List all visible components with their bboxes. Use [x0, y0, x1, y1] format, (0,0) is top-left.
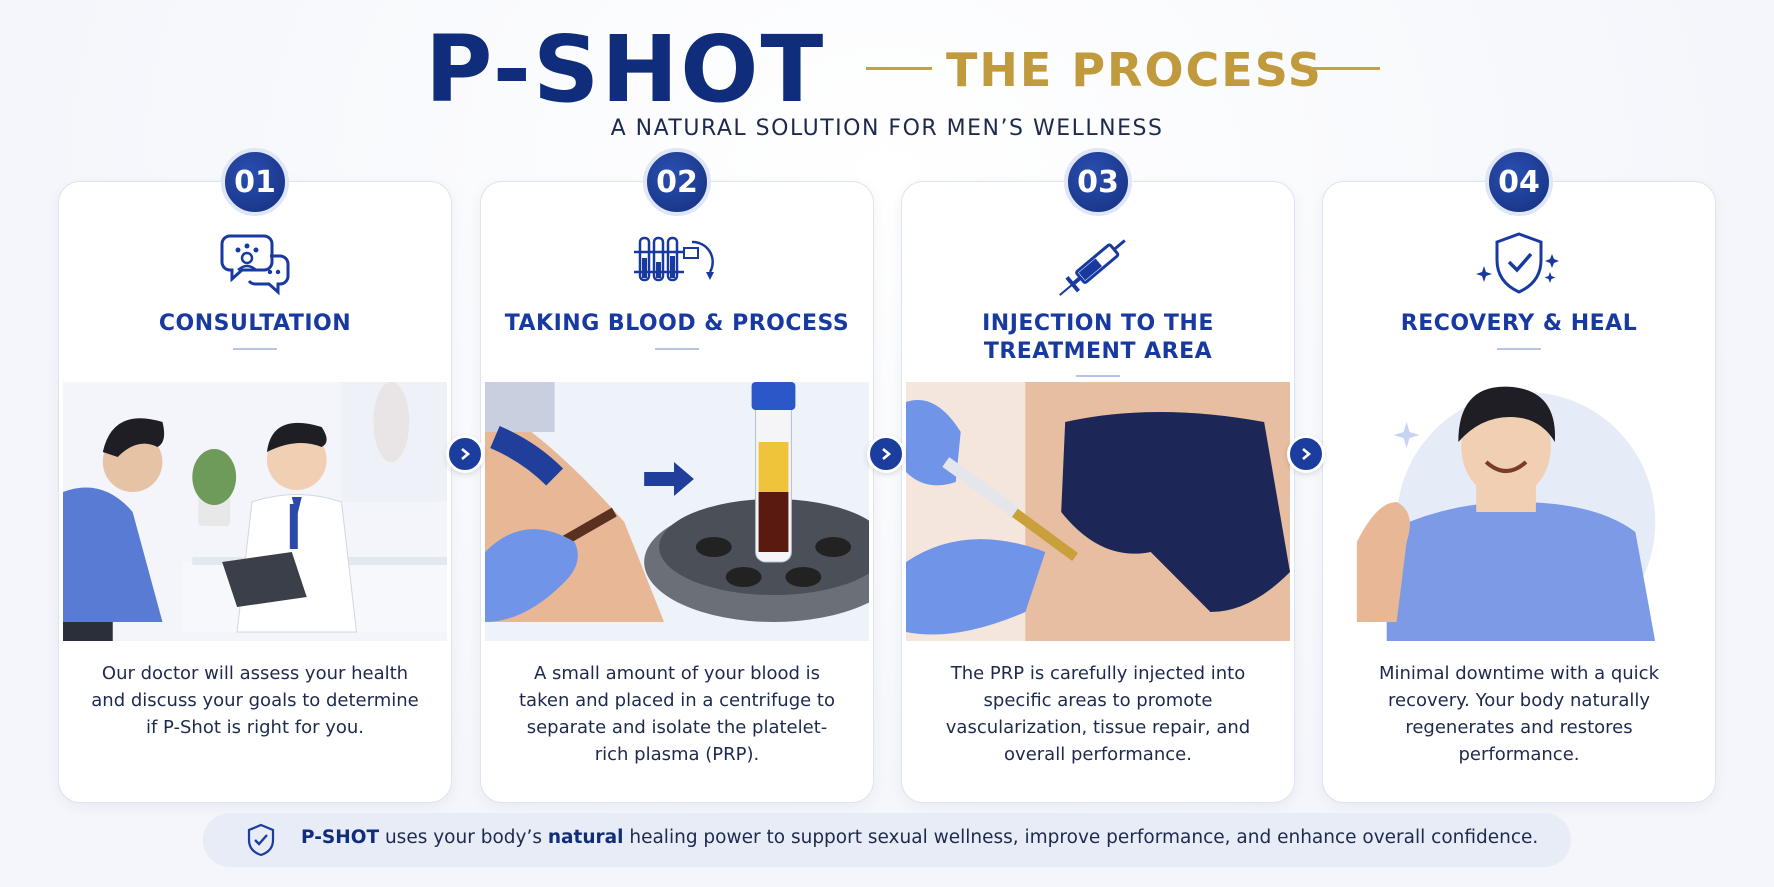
title-divider-right [1310, 67, 1380, 70]
step-card-injection: 03 INJECTION TO THE TREATMENT AREA The P… [901, 148, 1295, 803]
page-subtitle: THE PROCESS [946, 43, 1323, 97]
step-number-badge: 02 [643, 148, 711, 216]
title-divider-left [866, 67, 932, 70]
step-title: TAKING BLOOD & PROCESS [504, 311, 850, 336]
blood-centrifuge-photo [485, 382, 869, 641]
syringe-icon [1059, 239, 1126, 296]
next-step-arrow [867, 435, 905, 473]
step-description: The PRP is carefully injected into speci… [945, 663, 1251, 765]
tagline: A NATURAL SOLUTION FOR MEN’S WELLNESS [610, 116, 1164, 141]
footer-emphasis: natural [547, 827, 624, 848]
step-number-badge: 04 [1485, 148, 1553, 216]
next-step-arrow [1287, 435, 1325, 473]
chevron-right-icon [882, 448, 892, 460]
page-header: P-SHOT THE PROCESS A NATURAL SOLUTION FO… [0, 18, 1774, 148]
shield-check-icon [247, 823, 275, 857]
footer-banner: P-SHOT uses your body’s natural healing … [203, 813, 1571, 867]
recovery-photo [1327, 382, 1711, 641]
page-title: P-SHOT [425, 16, 826, 123]
title-underline [1497, 348, 1541, 350]
shield-check-icon [1476, 232, 1559, 294]
step-description: Our doctor will assess your health and d… [91, 663, 419, 738]
step-title: INJECTION TO THE TREATMENT AREA [982, 311, 1214, 364]
footer-text-part: healing power to support sexual wellness… [623, 827, 1539, 848]
chevron-right-icon [1302, 448, 1312, 460]
step-description: Minimal downtime with a quick recovery. … [1378, 663, 1659, 765]
footer-message: P-SHOT uses your body’s natural healing … [301, 827, 1538, 848]
step-card-blood-process: 02 TAKING BLOOD & PROCESS [480, 148, 874, 803]
step-card-consultation: 01 CONSULTATION Our do [58, 148, 452, 803]
step-card-recovery: 04 RECOVERY & HEAL Minimal downtime with… [1322, 148, 1716, 803]
footer-text-part: uses your body’s [379, 827, 548, 848]
step-title: RECOVERY & HEAL [1400, 311, 1638, 336]
blood-test-tubes-icon [634, 236, 714, 282]
step-number-badge: 03 [1064, 148, 1132, 216]
chevron-right-icon [461, 448, 471, 460]
title-underline [1076, 375, 1120, 377]
next-step-arrow [446, 435, 484, 473]
step-title: CONSULTATION [158, 311, 352, 336]
step-description: A small amount of your blood is taken an… [519, 663, 835, 765]
step-number-badge: 01 [221, 148, 289, 216]
consultation-photo [63, 382, 447, 641]
title-underline [655, 348, 699, 350]
title-underline [233, 348, 277, 350]
footer-brand: P-SHOT [301, 827, 380, 848]
consultation-chat-icon [220, 234, 290, 296]
injection-photo [906, 382, 1290, 641]
